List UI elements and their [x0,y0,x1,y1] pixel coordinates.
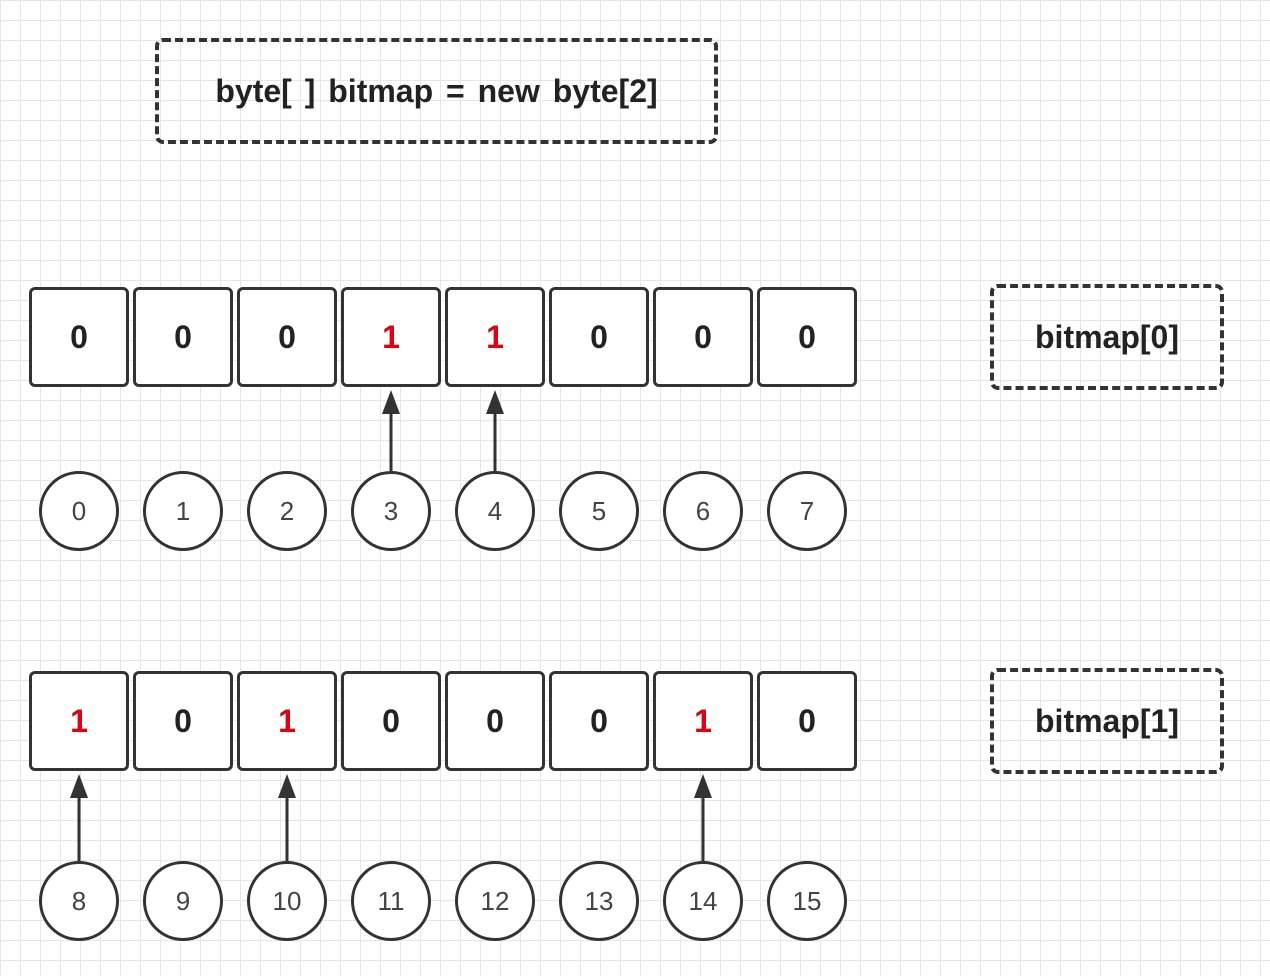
bit-index-circle: 6 [663,471,743,551]
pointer-arrow [278,774,296,861]
bit-index-circle: 11 [351,861,431,941]
bit-index-circle: 7 [767,471,847,551]
bit-cell: 0 [549,287,649,387]
byte-label-bitmap-1: bitmap[1] [990,668,1224,774]
bit-index-circle: 4 [455,471,535,551]
bit-cell: 0 [757,671,857,771]
bit-index-circle: 0 [39,471,119,551]
index-row-byte-1: 8 9 10 11 12 13 14 15 [39,861,847,941]
bit-cell: 1 [653,671,753,771]
bit-index-circle: 15 [767,861,847,941]
bit-cell: 0 [133,287,233,387]
bit-cell: 1 [445,287,545,387]
bit-cell: 0 [133,671,233,771]
bit-cell: 0 [653,287,753,387]
bit-cell: 1 [237,671,337,771]
bit-row-byte-0: 0 0 0 1 1 0 0 0 [29,287,857,387]
bit-index-circle: 3 [351,471,431,551]
pointer-arrow [486,390,504,471]
bit-cell: 0 [549,671,649,771]
index-row-byte-0: 0 1 2 3 4 5 6 7 [39,471,847,551]
bit-cell: 0 [29,287,129,387]
bit-cell: 1 [341,287,441,387]
bit-cell: 1 [29,671,129,771]
bit-index-circle: 9 [143,861,223,941]
bit-index-circle: 5 [559,471,639,551]
bit-index-circle: 1 [143,471,223,551]
bit-index-circle: 14 [663,861,743,941]
bit-index-circle: 8 [39,861,119,941]
pointer-arrow [70,774,88,861]
pointer-arrow [694,774,712,861]
byte-label-bitmap-0: bitmap[0] [990,284,1224,390]
bit-cell: 0 [757,287,857,387]
bit-index-circle: 12 [455,861,535,941]
pointer-arrow [382,390,400,471]
bit-cell: 0 [237,287,337,387]
bit-cell: 0 [445,671,545,771]
bit-index-circle: 13 [559,861,639,941]
declaration-box: byte[ ] bitmap = new byte[2] [155,38,718,144]
bit-row-byte-1: 1 0 1 0 0 0 1 0 [29,671,857,771]
bit-index-circle: 10 [247,861,327,941]
bit-cell: 0 [341,671,441,771]
bit-index-circle: 2 [247,471,327,551]
